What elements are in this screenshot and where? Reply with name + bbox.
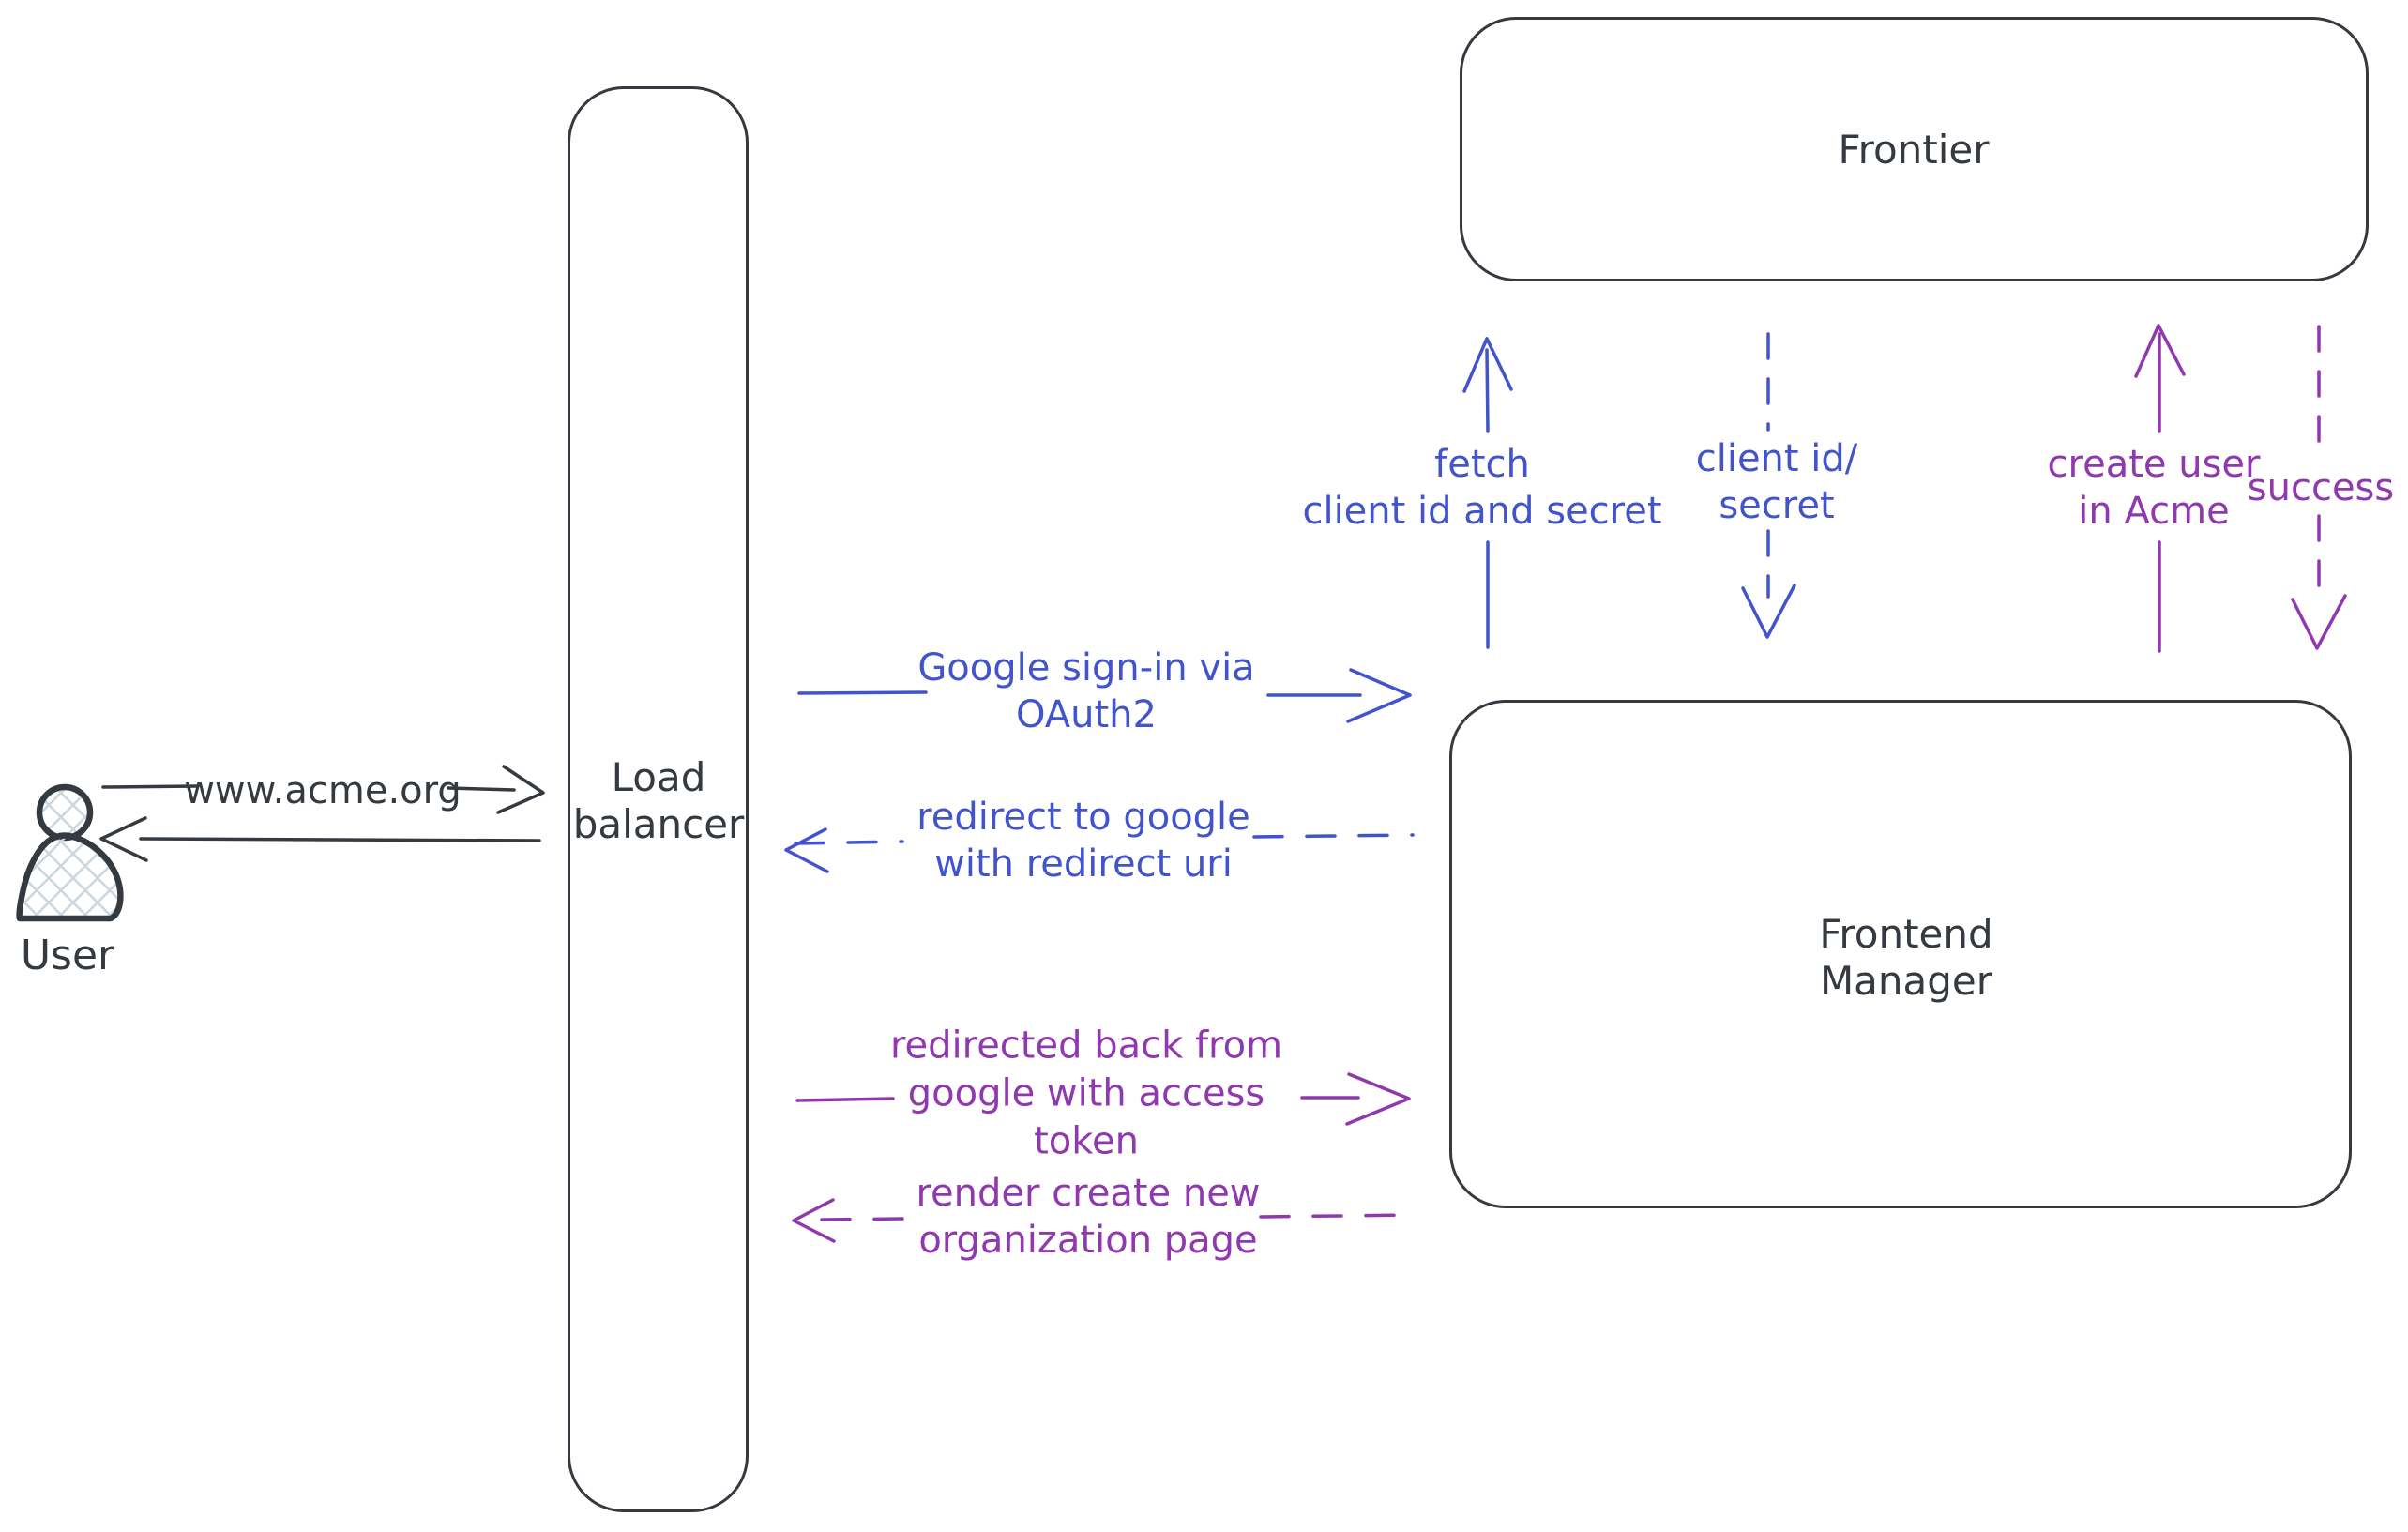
create-user-label: create user in Acme [2048, 441, 2261, 535]
client-id-secret-label-line2: secret [1719, 484, 1835, 527]
load-balancer-box [568, 86, 749, 1512]
arrow-render-org-page [792, 1198, 1415, 1243]
frontend-manager-label-line2: Manager [1819, 958, 1993, 1004]
render-org-page-label: render create new organization page [916, 1170, 1260, 1264]
redirect-google-label: redirect to google with redirect uri [916, 794, 1250, 887]
redirected-back-label-line2: google with access [907, 1071, 1265, 1115]
load-balancer-label-line2: balancer [572, 801, 745, 847]
fetch-secret-label-line1: fetch [1434, 443, 1530, 486]
arrow-success [2291, 325, 2347, 650]
arrow-fetch-secret [1462, 337, 1513, 649]
create-user-label-line2: in Acme [2078, 490, 2230, 533]
arrow-redirected-back [795, 1072, 1411, 1126]
success-label: success [2247, 466, 2395, 509]
arrow-google-signin [797, 668, 1412, 723]
arrow-acme-response [99, 816, 541, 862]
redirected-back-label: redirected back from google with access … [890, 1023, 1282, 1166]
render-org-page-label-line1: render create new [916, 1172, 1261, 1215]
fetch-secret-label: fetch client id and secret [1302, 441, 1661, 535]
frontier-box [1460, 17, 2369, 281]
frontend-manager-box [1449, 700, 2352, 1208]
acme-request-label: www.acme.org [184, 769, 462, 812]
redirect-google-label-line1: redirect to google [916, 796, 1250, 839]
google-signin-label-line2: OAuth2 [1016, 693, 1157, 736]
frontend-manager-label: Frontend Manager [1819, 911, 1992, 1005]
google-signin-label-line1: Google sign-in via [917, 646, 1255, 690]
client-id-secret-label: client id/ secret [1696, 435, 1858, 529]
arrow-acme-request [101, 765, 545, 814]
create-user-label-line1: create user [2047, 443, 2261, 486]
fetch-secret-label-line2: client id and secret [1302, 490, 1662, 533]
redirected-back-label-line1: redirected back from [889, 1024, 1283, 1068]
arrow-redirect-google [784, 827, 1415, 873]
client-id-secret-label-line1: client id/ [1695, 437, 1858, 480]
load-balancer-label-line1: Load [611, 754, 706, 800]
load-balancer-label: Load balancer [573, 754, 745, 848]
user-label: User [20, 932, 115, 979]
arrow-create-user [2134, 324, 2186, 653]
google-signin-label: Google sign-in via OAuth2 [917, 645, 1254, 738]
redirected-back-label-line3: token [1034, 1119, 1139, 1163]
render-org-page-label-line2: organization page [918, 1219, 1258, 1262]
redirect-google-label-line2: with redirect uri [934, 842, 1233, 886]
frontier-label: Frontier [1838, 127, 1990, 173]
frontend-manager-label-line1: Frontend [1819, 911, 1993, 957]
arrow-client-id-secret [1741, 332, 1796, 639]
user-icon [16, 783, 124, 922]
